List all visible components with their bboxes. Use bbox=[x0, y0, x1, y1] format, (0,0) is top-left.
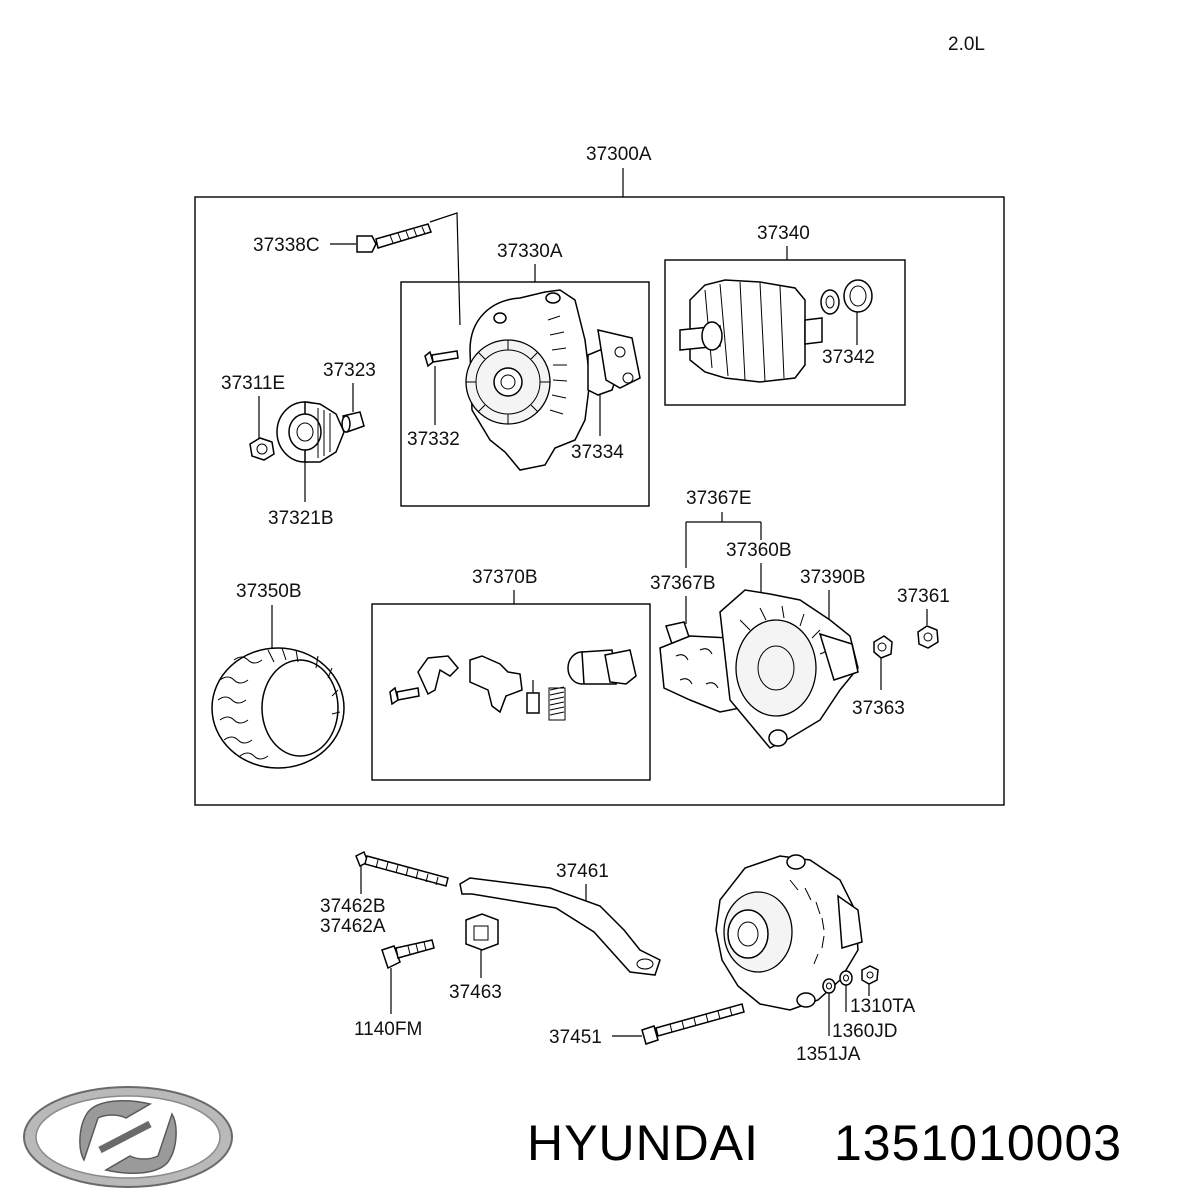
label-1360JD: 1360JD bbox=[832, 1021, 898, 1042]
label-37338C: 37338C bbox=[253, 235, 320, 256]
label-37367B: 37367B bbox=[650, 573, 716, 594]
stator-37350B: 37350B bbox=[211, 581, 345, 769]
label-1140FM: 1140FM bbox=[354, 1019, 422, 1040]
label-37300A: 37300A bbox=[586, 144, 652, 165]
label-37363: 37363 bbox=[852, 698, 905, 719]
through-bolt-37451: 37451 bbox=[549, 1003, 745, 1048]
label-37350B: 37350B bbox=[236, 581, 302, 602]
label-37342: 37342 bbox=[822, 347, 875, 368]
label-37334: 37334 bbox=[571, 442, 624, 463]
label-37461: 37461 bbox=[556, 861, 609, 882]
label-37463: 37463 bbox=[449, 982, 502, 1003]
box-37370B bbox=[371, 603, 651, 781]
label-37340: 37340 bbox=[757, 223, 810, 244]
long-bolt-37462: 37462B 37462A bbox=[320, 850, 449, 937]
rear-housing-group: 37367E 37360B 37367B 37390B bbox=[650, 488, 866, 749]
assembly-37300A-frame: 37300A bbox=[194, 144, 1005, 806]
bushing-37463: 37463 bbox=[449, 913, 502, 1003]
label-37360B: 37360B bbox=[726, 540, 792, 561]
hyundai-logo-icon bbox=[23, 1086, 233, 1188]
engine-label: 2.0L bbox=[948, 34, 985, 55]
label-37390B: 37390B bbox=[800, 567, 866, 588]
front-housing-37330A: 37330A bbox=[465, 241, 641, 471]
brush-holder-37370B: 37370B bbox=[389, 567, 637, 721]
label-37321B: 37321B bbox=[268, 508, 334, 529]
label-37367E: 37367E bbox=[686, 488, 752, 509]
nut-37361-spacer-37363: 37361 37363 bbox=[852, 586, 950, 719]
assembled-alternator bbox=[715, 854, 863, 1011]
bolt-1140FM: 1140FM bbox=[354, 939, 435, 1040]
washers-nut-group: 1310TA 1360JD 1351JA bbox=[796, 965, 915, 1065]
label-37462B: 37462B bbox=[320, 896, 386, 917]
part-number: 1351010003 bbox=[834, 1115, 1122, 1171]
rotor-37340: 37340 37342 bbox=[679, 223, 875, 383]
label-37370B: 37370B bbox=[472, 567, 538, 588]
label-37323: 37323 bbox=[323, 360, 376, 381]
label-1351JA: 1351JA bbox=[796, 1044, 861, 1065]
label-1310TA: 1310TA bbox=[850, 996, 915, 1017]
box-37340 bbox=[664, 259, 906, 406]
bracket-37461: 37461 bbox=[459, 861, 661, 976]
screw-37332: 37332 bbox=[407, 350, 460, 450]
label-37332: 37332 bbox=[407, 429, 460, 450]
bolt-37338C: 37338C bbox=[253, 212, 461, 326]
label-37361: 37361 bbox=[897, 586, 950, 607]
brand-name: HYUNDAI bbox=[527, 1115, 759, 1171]
label-37451: 37451 bbox=[549, 1027, 602, 1048]
label-37462A: 37462A bbox=[320, 916, 386, 937]
pulley-group: 37311E 37321B 37323 bbox=[221, 360, 376, 529]
label-37311E: 37311E bbox=[221, 373, 285, 394]
label-37330A: 37330A bbox=[497, 241, 563, 262]
box-37330A bbox=[400, 281, 650, 507]
